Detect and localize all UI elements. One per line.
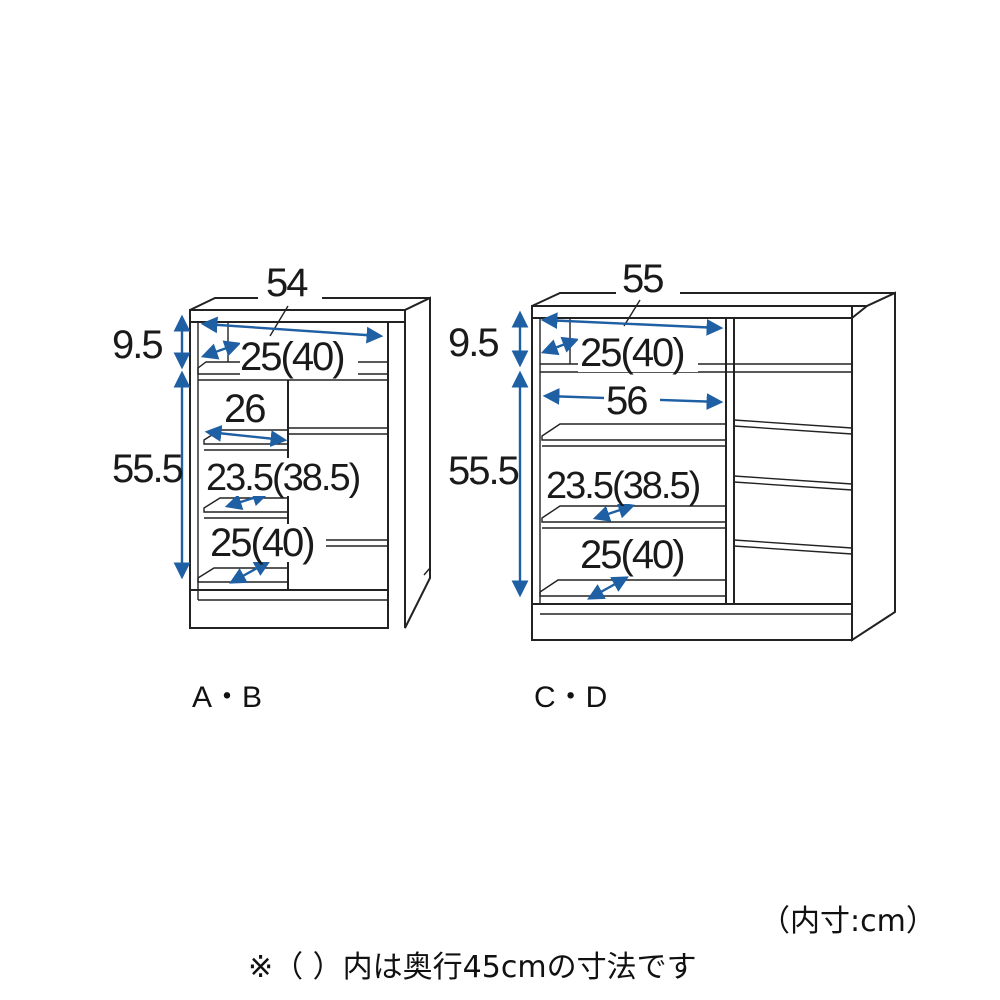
- label-cd-depth-bottom: 25(40): [580, 533, 684, 577]
- label-cd-height-bottom: 55.5: [448, 449, 519, 493]
- label-ab-depth-bottom: 25(40): [210, 521, 314, 565]
- label-bg-ab-depth-top: [240, 338, 358, 376]
- label-ab-height-bottom: 55.5: [112, 447, 183, 491]
- label-cd-depth-middle: 23.5(38.5): [546, 465, 700, 507]
- label-bg-ab-depth-bottom: [210, 524, 326, 562]
- cabinet-cd-plinth: [531, 603, 853, 641]
- dim-cd-depth-middle-arrow: [592, 502, 636, 522]
- dim-ab-depth-bottom-arrow: [229, 560, 271, 584]
- cabinet-cd-right-shelf-1b: [733, 425, 853, 435]
- cabinet-cd-labels: 55 9.5 55.5 25(40) 56 23.5(38.5) 25(40): [448, 257, 724, 577]
- cabinet-cd-bottom-shelf: [539, 579, 727, 597]
- label-ab-height-top: 9.5: [112, 323, 162, 367]
- label-bg-ab-depth-middle: [206, 458, 382, 496]
- label-bg-cd-depth-top: [578, 334, 698, 372]
- label-cd-depth-top: 25(40): [580, 331, 684, 375]
- label-ab-shelf-width: 26: [224, 387, 265, 431]
- cabinet-cd-left-shelf-2: [541, 505, 727, 523]
- cabinet-cd-top-face: [531, 292, 896, 307]
- cabinet-ab-left-shelf-2: [203, 497, 289, 513]
- cabinet-ab-labels: 54 9.5 55.5 25(40) 26 23.5(38.5) 25(40): [112, 261, 382, 565]
- label-ab-width-top: 54: [266, 261, 308, 305]
- label-bg-ab-26: [222, 390, 274, 428]
- cabinet-ab-top-front: [189, 309, 406, 323]
- label-bg-ab-54: [258, 264, 322, 300]
- cabinet-cd: [531, 291, 896, 642]
- cabinet-cd-right-shelf-2: [733, 475, 853, 485]
- caption-ab: A・B: [192, 681, 263, 714]
- dim-cd-depth-top-arrow: [540, 336, 580, 356]
- label-ab-depth-top: 25(40): [240, 335, 344, 379]
- cabinet-ab-plinth: [189, 589, 389, 629]
- cabinet-cd-side: [851, 291, 896, 642]
- cabinet-cd-right-shelf-1: [733, 419, 853, 429]
- dim-cd-depth-bottom-arrow: [587, 576, 629, 600]
- cabinet-cd-dimensions: [511, 299, 724, 600]
- cabinet-ab-shelf-1: [197, 361, 389, 375]
- dim-ab-depth-top-arrow: [200, 340, 242, 360]
- label-cd-height-top: 9.5: [448, 321, 498, 365]
- label-cd-shelf-width: 56: [606, 379, 647, 423]
- dim-ab-width-arrow: [200, 316, 384, 344]
- cabinet-cd-left-shelf-1: [541, 423, 727, 441]
- cabinet-ab-side-notch: [423, 567, 431, 576]
- dim-cd-width-arrow: [540, 312, 724, 336]
- cabinet-cd-top-front: [531, 305, 853, 319]
- footnote: ※（ ）内は奥行45cmの寸法です: [248, 950, 697, 985]
- label-bg-cd-55: [616, 258, 680, 294]
- label-bg-cd-depth-bottom: [580, 536, 698, 574]
- cabinet-ab-side: [404, 296, 431, 629]
- label-bg-cd-56: [604, 382, 660, 418]
- cabinet-ab-dimensions: [173, 305, 384, 584]
- label-ab-depth-middle: 23.5(38.5): [206, 457, 360, 499]
- label-bg-cd-depth-middle: [546, 466, 724, 504]
- cabinet-cd-divider: [725, 317, 735, 605]
- cabinet-cd-right-shelf-3: [733, 539, 853, 549]
- cabinet-ab-bottom-shelf: [197, 567, 289, 583]
- unit-note: （内寸:cm）: [760, 904, 936, 939]
- caption-cd: C・D: [534, 681, 608, 714]
- label-cd-width-top: 55: [622, 257, 663, 301]
- cabinet-cd-right-shelf-3b: [733, 545, 853, 555]
- cabinet-cd-right-shelf-2b: [733, 481, 853, 491]
- dim-ab-shelf-width-arrow: [204, 425, 288, 447]
